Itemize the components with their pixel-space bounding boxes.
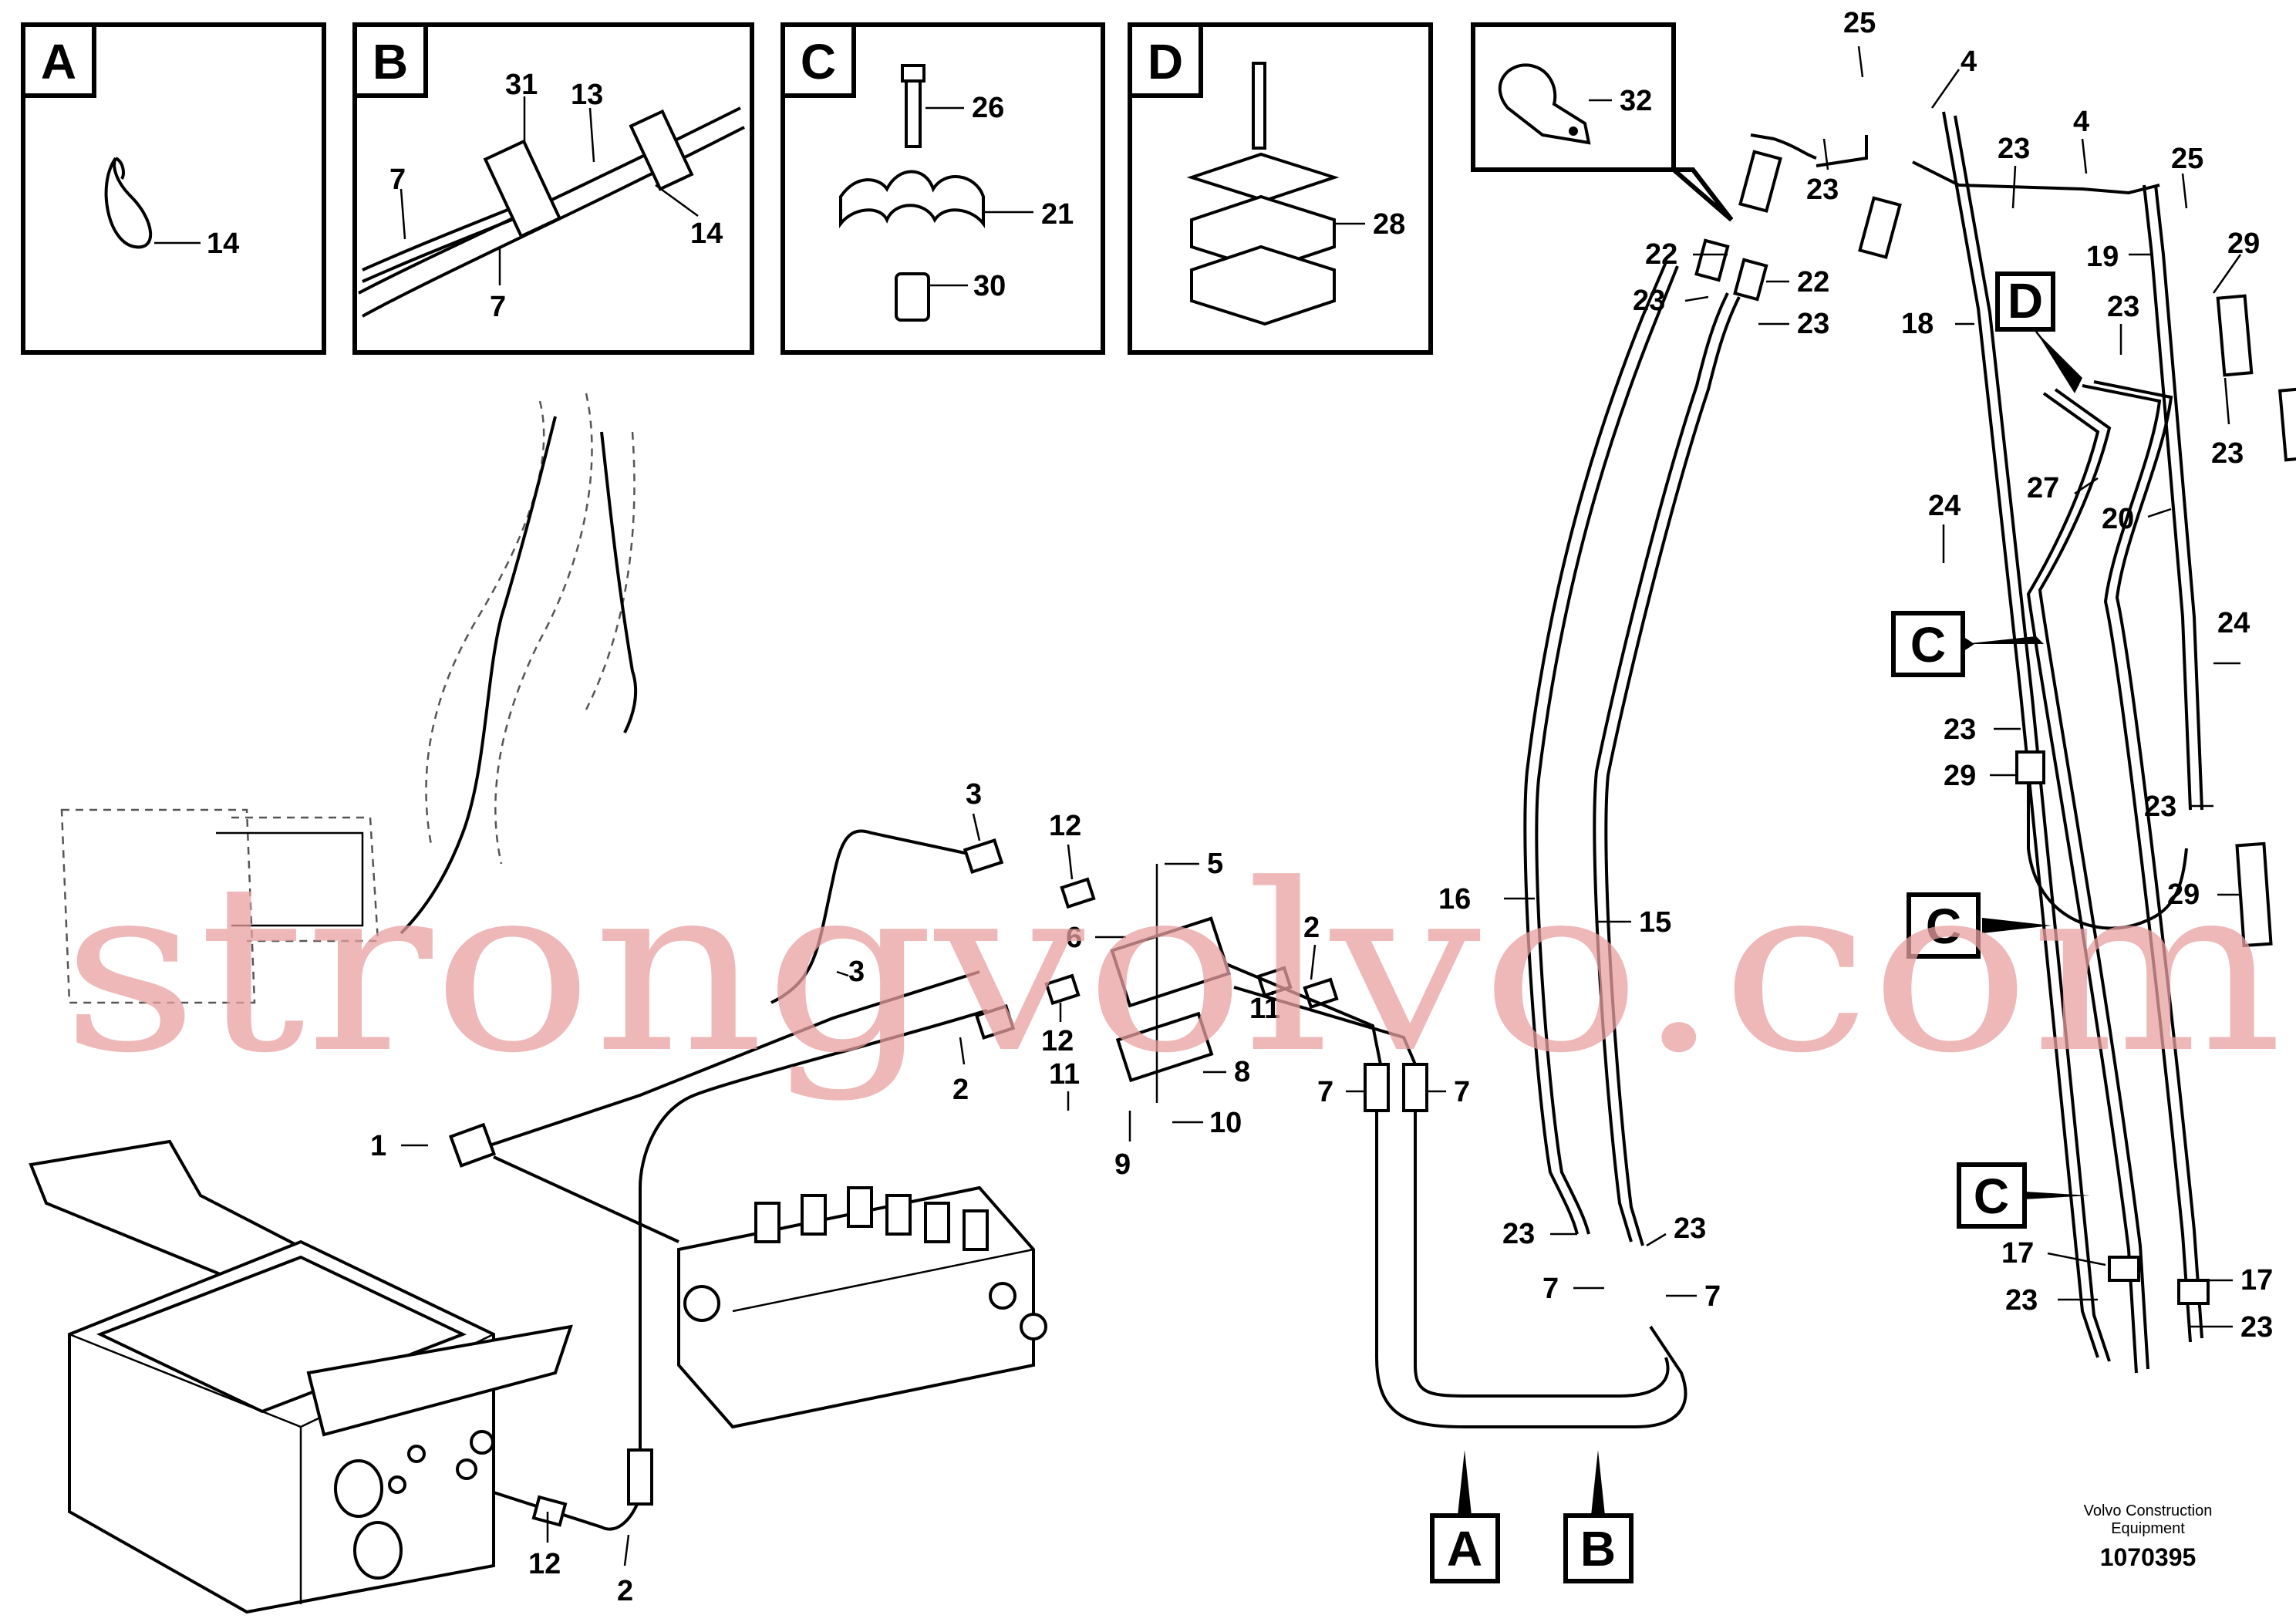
callout-27: 27 bbox=[2027, 472, 2059, 504]
callout-3-top: 3 bbox=[966, 778, 982, 811]
detail-view-a: A 14 bbox=[21, 22, 326, 355]
watermark: strongvolvo.com bbox=[62, 835, 2283, 1104]
callout-22-left: 22 bbox=[1645, 238, 1677, 271]
detail-view-d: D 28 bbox=[1128, 22, 1433, 355]
callout-23-right: 23 bbox=[1998, 133, 2030, 165]
callout-6: 6 bbox=[1066, 922, 1082, 954]
tank-return-pipe bbox=[493, 1448, 653, 1531]
callout-17-left: 17 bbox=[2001, 1237, 2034, 1270]
callout-23-mid: 23 bbox=[1797, 308, 1829, 340]
callout-7-b: 7 bbox=[1704, 1280, 1721, 1313]
pointer-a: A bbox=[1447, 1521, 1482, 1576]
callout-24-right: 24 bbox=[2217, 607, 2250, 639]
callout-23-top: 23 bbox=[1806, 174, 1839, 206]
callout-12-mid: 12 bbox=[1041, 1025, 1074, 1057]
callout-c-26: 26 bbox=[972, 92, 1004, 124]
callout-25-top: 25 bbox=[1843, 7, 1876, 39]
callout-b-31: 31 bbox=[505, 69, 538, 101]
callout-23-b: 23 bbox=[1674, 1212, 1706, 1245]
footer: Volvo Construction Equipment 1070395 bbox=[2084, 1502, 2213, 1571]
pointer-c-lower: C bbox=[1926, 899, 1961, 954]
callout-7-left: 7 bbox=[1317, 1076, 1333, 1108]
pointer-c-upper: C bbox=[1910, 617, 1946, 673]
callout-12-top: 12 bbox=[1049, 810, 1081, 842]
callout-19: 19 bbox=[2086, 241, 2119, 273]
callout-8: 8 bbox=[1234, 1056, 1250, 1088]
callout-labels: 25 4 23 4 25 23 22 23 22 23 29 19 18 23 … bbox=[370, 7, 2273, 1607]
callout-15: 15 bbox=[1639, 906, 1671, 939]
detail-b-letter: B bbox=[373, 34, 408, 89]
callout-10: 10 bbox=[1209, 1107, 1242, 1139]
callout-7-a: 7 bbox=[1542, 1273, 1559, 1305]
machine-outline bbox=[60, 808, 379, 1004]
callout-29-c: 29 bbox=[1944, 760, 1976, 792]
footer-company-line1: Volvo Construction bbox=[2084, 1502, 2213, 1519]
control-valve-block bbox=[677, 1185, 1047, 1429]
detail-c-letter: C bbox=[801, 34, 836, 89]
callout-23-br: 23 bbox=[2240, 1311, 2273, 1344]
callout-b-14: 14 bbox=[690, 218, 723, 250]
callout-22-right: 22 bbox=[1797, 266, 1829, 298]
detail-a-letter: A bbox=[41, 34, 76, 89]
callout-20: 20 bbox=[2102, 503, 2134, 535]
callout-c-30: 30 bbox=[973, 270, 1006, 302]
callout-24-left: 24 bbox=[1928, 490, 1961, 522]
callout-23-c: 23 bbox=[1944, 713, 1976, 746]
footer-drawing-code: 1070395 bbox=[2100, 1543, 2197, 1571]
callout-b-7-bottom: 7 bbox=[490, 291, 506, 323]
callout-1: 1 bbox=[370, 1130, 386, 1162]
right-pipes bbox=[1523, 111, 2296, 1374]
pointer-d: D bbox=[2008, 273, 2043, 329]
pointer-b: B bbox=[1580, 1521, 1616, 1576]
detail-d-letter: D bbox=[1148, 34, 1183, 89]
pointer-c-bottom: C bbox=[1974, 1168, 2009, 1224]
callout-2-lower: 2 bbox=[952, 1074, 969, 1106]
boom-outline bbox=[400, 393, 638, 935]
center-piping bbox=[448, 829, 1687, 1450]
callout-2-mid: 2 bbox=[1303, 912, 1320, 944]
callout-23-far-right: 23 bbox=[2211, 437, 2244, 470]
callout-d-28: 28 bbox=[1373, 208, 1405, 241]
detail-view-b: B 31 13 7 14 7 bbox=[352, 22, 754, 355]
callout-11-mid: 11 bbox=[1249, 993, 1280, 1025]
callout-17-right: 17 bbox=[2240, 1264, 2273, 1297]
callout-29-top: 29 bbox=[2227, 228, 2260, 260]
callout-16: 16 bbox=[1438, 883, 1471, 916]
callout-11-lower: 11 bbox=[1049, 1058, 1080, 1091]
callout-23-bl: 23 bbox=[2005, 1284, 2038, 1317]
callout-23-a: 23 bbox=[1502, 1218, 1535, 1250]
pointer-boxes: D C C C A B bbox=[1430, 271, 2090, 1583]
callout-c-21: 21 bbox=[1041, 198, 1074, 231]
clamp-detail-box: 32 bbox=[1471, 22, 1734, 222]
callout-23-left: 23 bbox=[1633, 285, 1665, 317]
callout-25-right: 25 bbox=[2171, 143, 2203, 175]
callout-2-bottom: 2 bbox=[617, 1575, 633, 1607]
callout-32: 32 bbox=[1620, 85, 1652, 117]
callout-9: 9 bbox=[1114, 1148, 1131, 1181]
callout-4-top: 4 bbox=[1961, 46, 1977, 78]
callout-18: 18 bbox=[1901, 308, 1934, 340]
callout-7-right: 7 bbox=[1454, 1076, 1470, 1108]
callout-b-7-top: 7 bbox=[389, 164, 406, 196]
callout-4-right: 4 bbox=[2073, 106, 2089, 138]
callout-29-lower: 29 bbox=[2167, 878, 2200, 911]
callout-23-lower: 23 bbox=[2144, 791, 2176, 823]
callout-5: 5 bbox=[1207, 848, 1223, 880]
detail-view-c: C 26 21 30 bbox=[781, 22, 1105, 355]
callout-3-mid: 3 bbox=[848, 956, 865, 988]
callout-a-14: 14 bbox=[207, 228, 239, 260]
footer-company-line2: Equipment bbox=[2111, 1520, 2185, 1537]
callout-12-bottom: 12 bbox=[528, 1548, 561, 1580]
hydraulic-tank bbox=[29, 1139, 573, 1614]
callout-b-13: 13 bbox=[571, 79, 603, 111]
callout-23-d: 23 bbox=[2107, 291, 2139, 323]
